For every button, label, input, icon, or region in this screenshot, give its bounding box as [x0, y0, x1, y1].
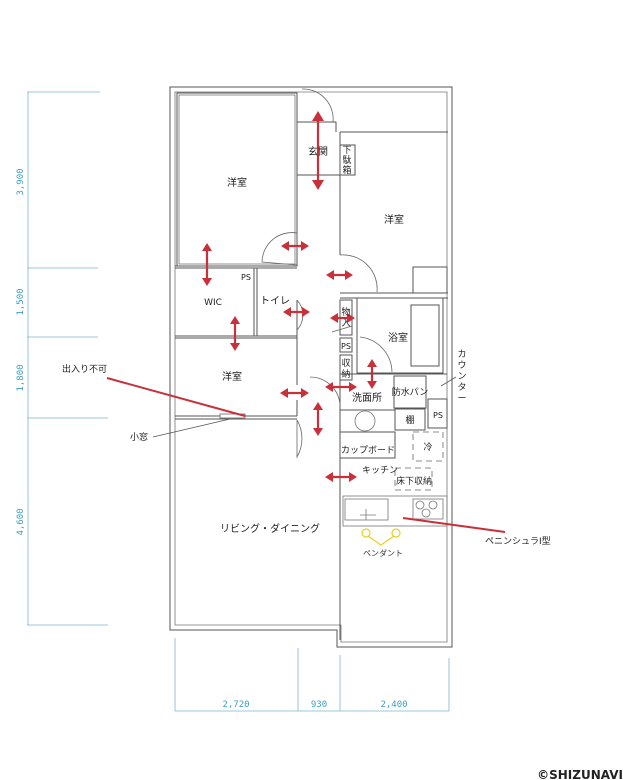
fridge-label: 冷 [423, 441, 432, 453]
counter-char: タ [457, 382, 466, 393]
room-label-western-3: 洋室 [222, 370, 242, 383]
outer-walls [169, 86, 453, 648]
counter-callout: カ ウ ン タ ー [457, 349, 466, 404]
underfloor-storage-label: 床下収納 [396, 475, 432, 487]
double-arrow-icon [202, 243, 212, 286]
shoe-box-char: 下 [342, 146, 351, 156]
room-label-wic: WIC [204, 298, 222, 308]
counter-char: ー [457, 394, 466, 404]
room-label-entrance: 玄関 [308, 145, 328, 158]
storage-char: 入 [341, 318, 350, 329]
double-arrow-icon [283, 307, 310, 317]
dim-bottom-2: 930 [311, 700, 327, 710]
copyright-watermark: ©SHIZUNAVI [537, 768, 623, 780]
double-arrow-icon [312, 111, 324, 190]
double-arrow-icon [280, 388, 309, 398]
double-arrow-icon [330, 313, 355, 323]
peninsula-leader [402, 517, 506, 533]
small-window-leader [152, 418, 231, 438]
shoe-box-char: 駄 [342, 154, 351, 166]
small-window-callout: 小窓 [130, 431, 148, 443]
room-label-toilet: トイレ [260, 296, 290, 307]
counter-leader [440, 376, 457, 387]
double-arrow-icon [325, 382, 357, 392]
dim-bottom-3: 2,400 [380, 700, 407, 710]
shelf-label: 棚 [405, 414, 414, 426]
room-label-washroom: 洗面所 [352, 392, 382, 404]
dimension-lines [27, 91, 450, 712]
shoe-box-char: 箱 [342, 164, 351, 176]
closet-char: 納 [341, 368, 350, 380]
no-entry-leader [106, 377, 246, 417]
pendant-label: ペンダント [363, 548, 403, 558]
counter-char: ウ [457, 360, 466, 371]
double-arrow-icon [325, 472, 357, 482]
dim-left-1: 3,900 [16, 168, 26, 195]
ps-label: PS [241, 273, 251, 282]
ps-label: PS [433, 411, 443, 420]
double-arrow-icon [313, 402, 323, 436]
dim-left-3: 1,800 [16, 364, 26, 391]
room-label-western-2: 洋室 [384, 213, 404, 226]
room-label-bathroom: 浴室 [388, 331, 408, 344]
double-arrow-icon [230, 316, 240, 351]
dim-left-2: 1,500 [16, 288, 26, 315]
dim-left-4: 4,600 [16, 508, 26, 535]
double-arrow-icon [326, 270, 353, 280]
room-label-living-dining: リビング・ダイニング [220, 522, 320, 535]
room-label-western-1: 洋室 [227, 176, 247, 189]
double-arrow-icon [281, 241, 309, 251]
double-arrow-icon [367, 359, 377, 389]
storage-char: 物 [341, 306, 350, 318]
access-arrows [202, 111, 377, 482]
room-label-kitchen: キッチン [362, 465, 398, 476]
dim-bottom-1: 2,720 [222, 700, 249, 710]
pendant-lights [361, 528, 401, 546]
cupboard-label: カップボード [341, 445, 395, 456]
peninsula-callout: ペニンシュラI型 [485, 536, 551, 547]
closet-char: 収 [341, 357, 350, 369]
washer-pan-label: 防水パン [392, 386, 428, 398]
counter-char: ン [457, 372, 466, 382]
fridge-space [412, 431, 444, 462]
no-entry-callout: 出入り不可 [62, 363, 107, 375]
counter-char: カ [457, 349, 466, 360]
ps-label: PS [341, 342, 351, 351]
interior-walls [175, 92, 448, 640]
